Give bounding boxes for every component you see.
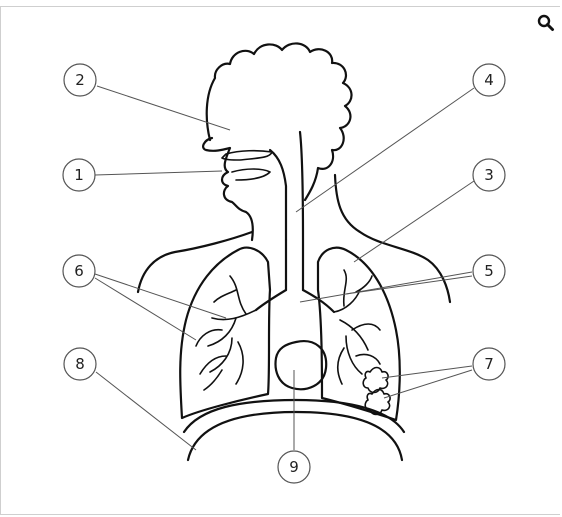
left-bronchial-tree (195, 275, 257, 391)
nasal-cavity (221, 149, 273, 161)
label-4: 4 (472, 63, 506, 97)
head-outline (205, 42, 353, 202)
label-2-text: 2 (75, 71, 85, 89)
heart (274, 340, 328, 391)
right-main-bronchus (301, 288, 336, 314)
oral-cavity (231, 168, 271, 181)
label-9-text: 9 (289, 458, 299, 476)
pharynx (268, 148, 288, 242)
trachea-right-wall (298, 130, 305, 292)
leader-lines (94, 85, 475, 451)
label-4-text: 4 (484, 71, 494, 89)
label-7-text: 7 (484, 355, 494, 373)
label-8: 8 (63, 347, 97, 381)
right-bronchial-tree (333, 269, 381, 385)
left-main-bronchus (254, 288, 288, 312)
label-5: 5 (472, 254, 506, 288)
face-profile (202, 136, 254, 242)
label-6-text: 6 (74, 262, 84, 280)
label-2: 2 (63, 63, 97, 97)
label-3-text: 3 (484, 166, 494, 184)
diaphragm-lower (186, 410, 404, 462)
label-1-text: 1 (74, 166, 84, 184)
label-9: 9 (277, 450, 311, 484)
label-6: 6 (62, 254, 96, 288)
label-8-text: 8 (75, 355, 85, 373)
label-5-text: 5 (484, 262, 494, 280)
label-3: 3 (472, 158, 506, 192)
diagram-frame (0, 6, 560, 515)
diaphragm-upper (182, 398, 406, 434)
alveoli-clusters (362, 366, 391, 416)
magnifier-icon[interactable] (536, 13, 556, 33)
label-7: 7 (472, 347, 506, 381)
left-neck-shoulder (136, 230, 254, 294)
right-lung (316, 246, 401, 422)
label-1: 1 (62, 158, 96, 192)
right-neck-shoulder (333, 173, 452, 304)
left-lung (179, 246, 272, 420)
